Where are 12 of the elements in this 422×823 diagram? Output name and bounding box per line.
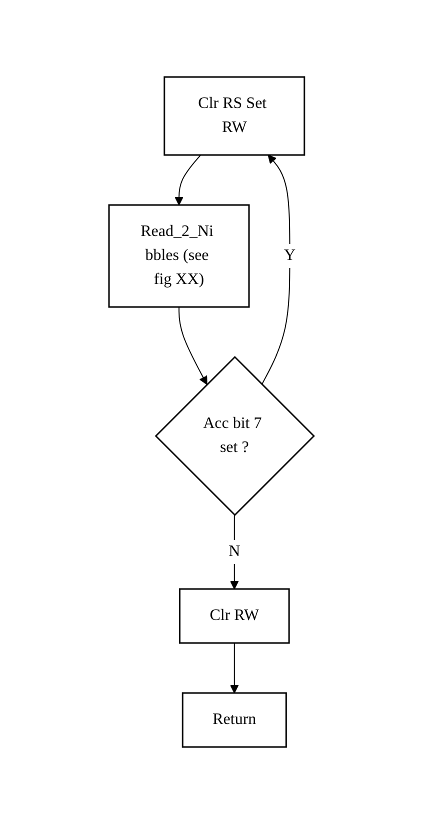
arrow (230, 642, 238, 693)
arrow (178, 306, 207, 384)
node-box: Clr RW (178, 588, 290, 644)
node-diamond: Acc bit 7 set ? (154, 355, 314, 516)
node-box: Read_2_Ni bbles (see fig XX) (108, 204, 250, 308)
node-box: Return (181, 692, 286, 748)
node-box: Clr RS Set RW (163, 76, 305, 156)
arrow (174, 154, 201, 205)
edge-label: Y (284, 246, 296, 264)
arrow (230, 514, 238, 589)
edge-label: N (228, 542, 240, 560)
arrow (260, 154, 290, 384)
